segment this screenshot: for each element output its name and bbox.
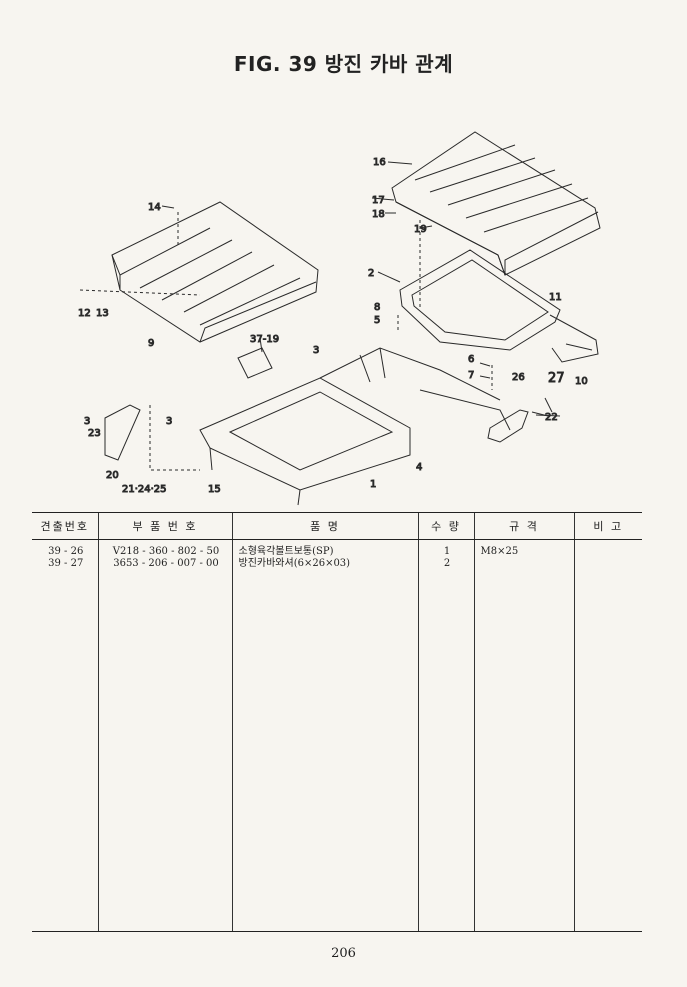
table-header-row: 견출번호 부 품 번 호 품 명 수 량 규 격 비 고 <box>32 512 642 540</box>
leader-lines <box>161 161 561 417</box>
table-cell <box>581 558 639 570</box>
header-part-no: 부 품 번 호 <box>97 512 232 540</box>
table-cell: 소형육각볼트보통(SP) <box>238 546 334 557</box>
callout-1: 1 <box>370 479 376 490</box>
callout-37-19: 37-19 <box>250 334 279 345</box>
main-frame <box>199 347 511 506</box>
remarks-column <box>573 539 642 932</box>
quantity-column: 1 2 <box>417 539 474 932</box>
callout-2: 2 <box>368 268 374 279</box>
spec-column: M8×25 <box>473 539 574 932</box>
callout-15: 15 <box>208 484 221 495</box>
table-cell: 3653 - 206 - 007 - 00 <box>113 558 219 569</box>
header-part-name: 품 명 <box>231 512 418 540</box>
table-cell: M8×25 <box>480 546 519 557</box>
frame-bracket <box>399 249 599 363</box>
callout-3-left: 3 <box>84 416 90 427</box>
callout-23: 23 <box>88 428 101 439</box>
callout-10: 10 <box>575 376 588 387</box>
ref-no-column: 39 - 26 39 - 27 <box>32 539 98 932</box>
parts-table: 견출번호 부 품 번 호 품 명 수 량 규 격 비 고 39 - 26 39 … <box>32 512 642 932</box>
table-cell: 39 - 27 <box>48 558 84 569</box>
callout-13: 13 <box>96 308 109 319</box>
table-body: 39 - 26 39 - 27 V218 - 360 - 802 - 50 36… <box>32 539 642 932</box>
callout-17: 17 <box>372 195 385 206</box>
part-name-column: 소형육각볼트보통(SP) 방진카바와셔(6×26×03) <box>231 539 418 932</box>
guide-lines <box>79 212 493 471</box>
callout-21-24-25: 21·24·25 <box>122 484 167 495</box>
callout-18: 18 <box>372 209 385 220</box>
bracket-22 <box>487 409 529 443</box>
exploded-parts-diagram: 16 17 18 19 14 2 12 13 9 8 5 11 37-19 3 … <box>78 131 601 506</box>
dust-cover-top <box>391 131 601 276</box>
callout-16: 16 <box>373 157 386 168</box>
side-bracket <box>104 404 141 461</box>
callout-8: 8 <box>374 302 380 313</box>
figure-title: FIG. 39 방진 카바 관계 <box>233 52 454 76</box>
callout-19: 19 <box>414 224 427 235</box>
part-no-column: V218 - 360 - 802 - 50 3653 - 206 - 007 -… <box>97 539 232 932</box>
callout-11: 11 <box>549 292 562 303</box>
callout-12: 12 <box>78 308 91 319</box>
dust-cover-left <box>111 201 319 343</box>
table-cell: V218 - 360 - 802 - 50 <box>112 546 220 557</box>
callout-3-upper: 3 <box>313 345 319 356</box>
callout-20: 20 <box>106 470 119 481</box>
table-cell <box>481 558 570 570</box>
table-cell <box>581 546 639 558</box>
callout-22: 22 <box>545 412 558 423</box>
callout-7: 7 <box>468 370 474 381</box>
callout-27: 27 <box>548 371 565 386</box>
page-number: 206 <box>331 946 356 961</box>
callout-26: 26 <box>512 372 525 383</box>
callout-5: 5 <box>374 315 380 326</box>
bracket-37-19 <box>237 347 273 379</box>
table-cell: 1 <box>443 546 451 557</box>
callout-4: 4 <box>416 462 422 473</box>
callout-3-middle: 3 <box>166 416 172 427</box>
callout-6: 6 <box>468 354 474 365</box>
table-cell: 2 <box>443 558 451 569</box>
callout-14: 14 <box>148 202 161 213</box>
header-spec: 규 격 <box>473 512 574 540</box>
table-cell: 39 - 26 <box>48 546 84 557</box>
callout-9: 9 <box>148 338 154 349</box>
header-quantity: 수 량 <box>417 512 474 540</box>
header-remarks: 비 고 <box>573 512 642 540</box>
table-cell: 방진카바와셔(6×26×03) <box>238 558 351 569</box>
header-ref-no: 견출번호 <box>32 512 98 540</box>
